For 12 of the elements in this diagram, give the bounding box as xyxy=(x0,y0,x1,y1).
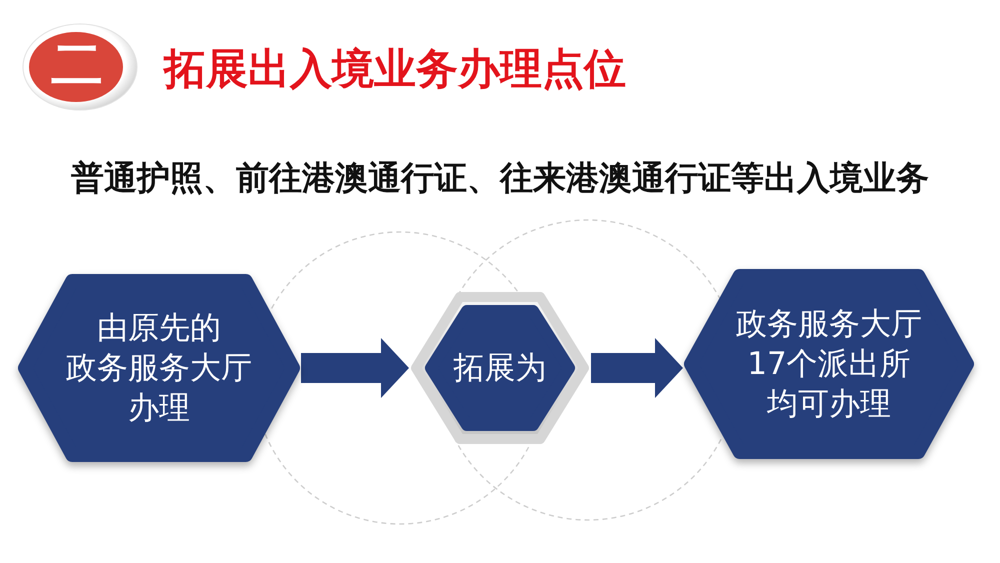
oval-badge xyxy=(22,23,138,111)
node-text: 拓展为 xyxy=(454,349,546,388)
badge-number: 二 xyxy=(51,39,103,91)
node-text: 由原先的政务服务大厅办理 xyxy=(66,309,252,428)
block-arrow xyxy=(591,338,683,398)
subtitle-text: 普通护照、前往港澳通行证、往来港澳通行证等出入境业务 xyxy=(71,157,929,199)
ringed-hexagon-node xyxy=(410,291,590,445)
slide-title: 拓展出入境业务办理点位 xyxy=(164,44,626,94)
hexagon-node xyxy=(18,274,300,462)
node-text: 政务服务大厅17个派出所均可办理 xyxy=(736,305,922,424)
block-arrow xyxy=(301,338,409,398)
hexagon-node xyxy=(684,269,974,459)
